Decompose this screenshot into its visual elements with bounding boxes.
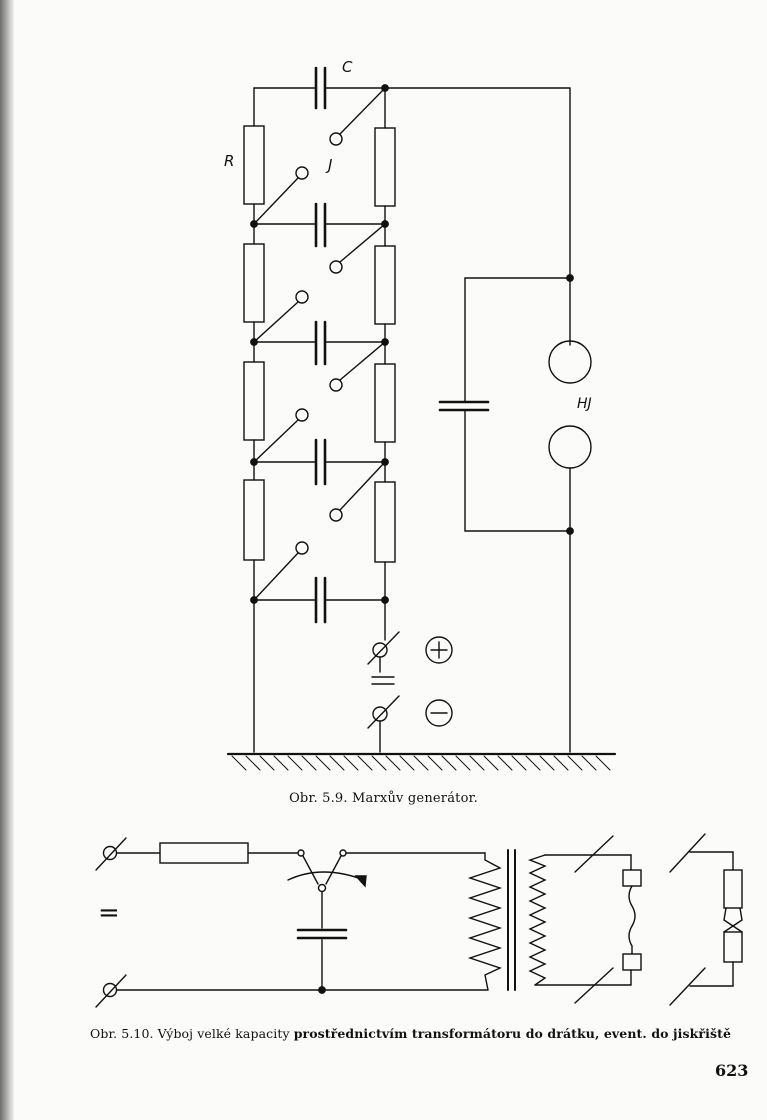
dc-sign-2: = — [98, 898, 120, 928]
caption-bold: prostřednictvím transformátoru do drátku… — [293, 1026, 732, 1041]
page-binding-shadow — [0, 0, 14, 1120]
caption-prefix: Obr. 5.10. Výboj velké kapacity — [90, 1026, 294, 1041]
minus-terminal-icon — [425, 699, 453, 727]
spark-gaps — [253, 87, 386, 601]
ball-gap-label: HJ — [577, 396, 592, 412]
figure-caption-5-9: Obr. 5.9. Marxův generátor. — [289, 791, 478, 806]
figure-caption-5-10: Obr. 5.10. Výboj velké kapacity prostřed… — [90, 1026, 731, 1041]
ground-symbol — [226, 752, 617, 771]
capacitor-label: C — [342, 58, 353, 76]
dc-supply-terminals — [367, 631, 453, 753]
plus-terminal-icon — [425, 636, 453, 664]
spark-gap-label: J — [328, 156, 333, 174]
page-number: 623 — [715, 1061, 749, 1080]
resistor-label: R — [224, 152, 235, 170]
marx-generator-diagram — [226, 66, 617, 771]
transformer-discharge-diagram — [95, 833, 743, 1008]
load-branch — [438, 274, 592, 753]
